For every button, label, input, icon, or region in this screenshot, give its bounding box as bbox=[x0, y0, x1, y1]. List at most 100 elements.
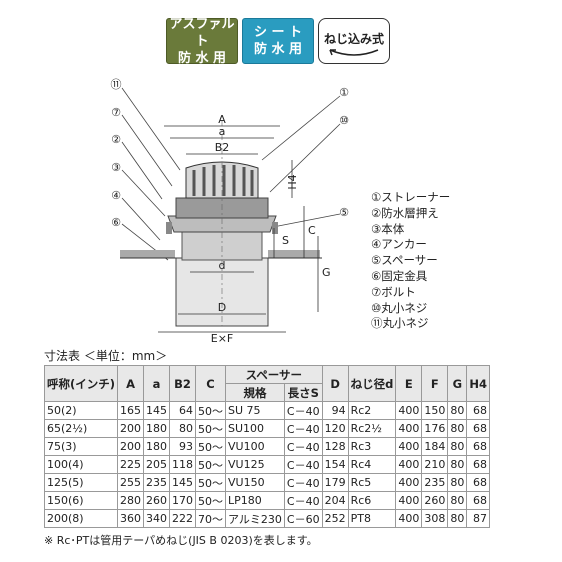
table-cell: 400 bbox=[395, 401, 423, 420]
asphalt-waterproof-badge: アスファルト 防 水 用 bbox=[166, 17, 238, 66]
table-cell: 252 bbox=[321, 509, 349, 528]
legend-item: ②防水層押え bbox=[371, 205, 439, 220]
header-cell: スペーサー bbox=[225, 365, 323, 384]
header-cell: E bbox=[395, 365, 423, 402]
table-cell: 210 bbox=[421, 455, 449, 474]
table-cell: 75(3) bbox=[43, 437, 119, 456]
legend-item: ④アンカー bbox=[371, 237, 427, 252]
table-cell: Rc4 bbox=[347, 455, 397, 474]
table-cell: 235 bbox=[143, 473, 171, 492]
callout-2: ② bbox=[111, 133, 121, 146]
drain-cross-section-diagram: ⑪ ⑦ ② ③ ④ ⑥ ① ⑩ ⑤ A a B2 H4 S C G d D E×… bbox=[111, 78, 350, 345]
table-cell: 170 bbox=[169, 491, 197, 510]
table-cell: 400 bbox=[395, 509, 423, 528]
badge-text: 防 水 用 bbox=[253, 42, 303, 57]
table-cell: 50～ bbox=[195, 401, 227, 420]
table-cell: 235 bbox=[421, 473, 449, 492]
legend-item: ③本体 bbox=[371, 221, 405, 236]
table-cell: 222 bbox=[169, 509, 197, 528]
table-cell: 205 bbox=[143, 455, 171, 474]
table-cell: VU125 bbox=[225, 455, 285, 474]
table-cell: 255 bbox=[117, 473, 145, 492]
table-cell: SU 75 bbox=[225, 401, 285, 420]
table-cell: Rc6 bbox=[347, 491, 397, 510]
table-cell: Rc3 bbox=[347, 437, 397, 456]
callout-4: ④ bbox=[111, 189, 121, 202]
table-cell: 65(2½) bbox=[43, 419, 119, 438]
legend-item: ①ストレーナー bbox=[371, 190, 451, 204]
table-cell: 70～ bbox=[195, 509, 227, 528]
callout-7: ⑦ bbox=[111, 106, 121, 119]
table-cell: 120 bbox=[321, 419, 349, 438]
table-cell: 50(2) bbox=[43, 401, 119, 420]
dim-H4: H4 bbox=[286, 174, 299, 189]
table-cell: 200 bbox=[117, 437, 145, 456]
parts-legend: ①ストレーナー ②防水層押え ③本体 ④アンカー ⑤スペーサー ⑥固定金具 ⑦ボ… bbox=[371, 190, 450, 332]
table-cell: 308 bbox=[421, 509, 449, 528]
table-cell: 68 bbox=[466, 437, 490, 456]
table-cell: 50～ bbox=[195, 455, 227, 474]
sheet-waterproof-badge: シ ー ト 防 水 用 bbox=[242, 18, 314, 64]
table-cell: C－40 bbox=[283, 419, 323, 438]
table-cell: 179 bbox=[321, 473, 349, 492]
dim-D: D bbox=[218, 301, 226, 314]
table-cell: 400 bbox=[395, 473, 423, 492]
header-cell: A bbox=[117, 365, 145, 402]
table-cell: 64 bbox=[169, 401, 197, 420]
table-caption: 寸法表 ＜単位：mm＞ bbox=[44, 349, 168, 363]
table-cell: 80 bbox=[447, 491, 468, 510]
dimension-table: 呼称(インチ) A a B2 C スペーサー D ねじ径d E F G H4 規… bbox=[43, 365, 490, 528]
rotation-arrow-icon bbox=[329, 49, 379, 56]
table-cell: 176 bbox=[421, 419, 449, 438]
table-cell: 68 bbox=[466, 401, 490, 420]
callout-5: ⑤ bbox=[339, 206, 349, 219]
callout-10: ⑩ bbox=[339, 114, 349, 127]
table-cell: VU100 bbox=[225, 437, 285, 456]
table-cell: 260 bbox=[421, 491, 449, 510]
table-cell: 80 bbox=[447, 455, 468, 474]
table-cell: Rc2½ bbox=[347, 419, 397, 438]
table-cell: 118 bbox=[169, 455, 197, 474]
table-cell: 80 bbox=[447, 437, 468, 456]
callout-6: ⑥ bbox=[111, 216, 121, 229]
table-cell: LP180 bbox=[225, 491, 285, 510]
dim-S: S bbox=[282, 234, 289, 247]
table-cell: 80 bbox=[447, 473, 468, 492]
dim-G: G bbox=[322, 266, 331, 279]
table-cell: 180 bbox=[143, 437, 171, 456]
header-cell: a bbox=[143, 365, 171, 402]
dim-B2: B2 bbox=[215, 141, 230, 154]
header-cell: G bbox=[447, 365, 468, 402]
table-cell: 50～ bbox=[195, 491, 227, 510]
table-cell: 128 bbox=[321, 437, 349, 456]
table-cell: 80 bbox=[169, 419, 197, 438]
table-cell: 68 bbox=[466, 491, 490, 510]
footnote: ※ Rc･PTは管用テーパめねじ(JIS B 0203)を表します。 bbox=[44, 534, 318, 547]
table-cell: 94 bbox=[321, 401, 349, 420]
table-cell: 87 bbox=[466, 509, 490, 528]
table-cell: 80 bbox=[447, 401, 468, 420]
table-cell: 280 bbox=[117, 491, 145, 510]
legend-item: ⑩丸小ネジ bbox=[371, 300, 428, 315]
table-cell: 100(4) bbox=[43, 455, 119, 474]
table-cell: 50～ bbox=[195, 419, 227, 438]
table-cell: C－40 bbox=[283, 455, 323, 474]
table-cell: C－40 bbox=[283, 437, 323, 456]
badge-row: アスファルト 防 水 用 シ ー ト 防 水 用 ねじ込み式 bbox=[166, 17, 390, 66]
badge-text: 防 水 用 bbox=[177, 50, 227, 66]
table-cell: 150(6) bbox=[43, 491, 119, 510]
table-cell: 165 bbox=[117, 401, 145, 420]
table-cell: VU150 bbox=[225, 473, 285, 492]
table-cell: C－60 bbox=[283, 509, 323, 528]
table-cell: 145 bbox=[143, 401, 171, 420]
badge-text: シ ー ト bbox=[253, 25, 303, 40]
table-cell: C－40 bbox=[283, 401, 323, 420]
table-cell: C－40 bbox=[283, 491, 323, 510]
header-cell: H4 bbox=[466, 365, 490, 402]
table-cell: Rc2 bbox=[347, 401, 397, 420]
